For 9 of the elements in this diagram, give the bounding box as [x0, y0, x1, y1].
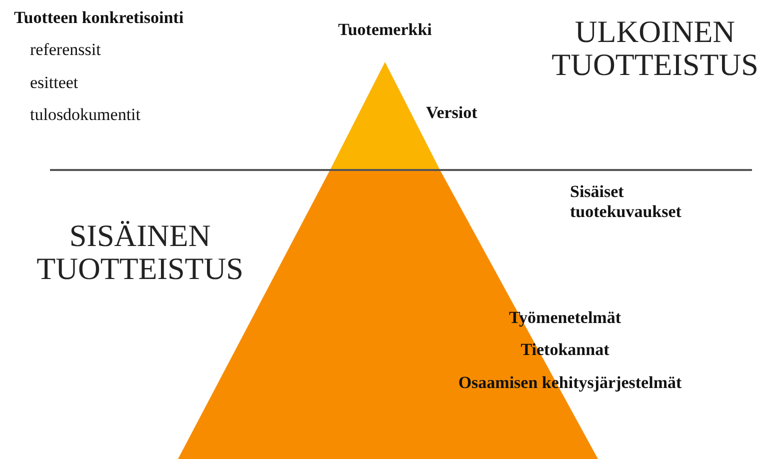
- list-item: tulosdokumentit: [30, 105, 140, 125]
- list-item: referenssit: [30, 40, 101, 60]
- heading: Tuotteen konkretisointi: [14, 8, 184, 28]
- label: Sisäiset tuotekuvaukset: [570, 182, 682, 222]
- label: Versiot: [426, 103, 478, 123]
- section-title: ULKOINEN TUOTTEISTUS: [550, 16, 760, 82]
- section-title: SISÄINEN TUOTTEISTUS: [36, 220, 244, 286]
- label: Tuotemerkki: [337, 20, 433, 40]
- list-item: esitteet: [30, 73, 78, 93]
